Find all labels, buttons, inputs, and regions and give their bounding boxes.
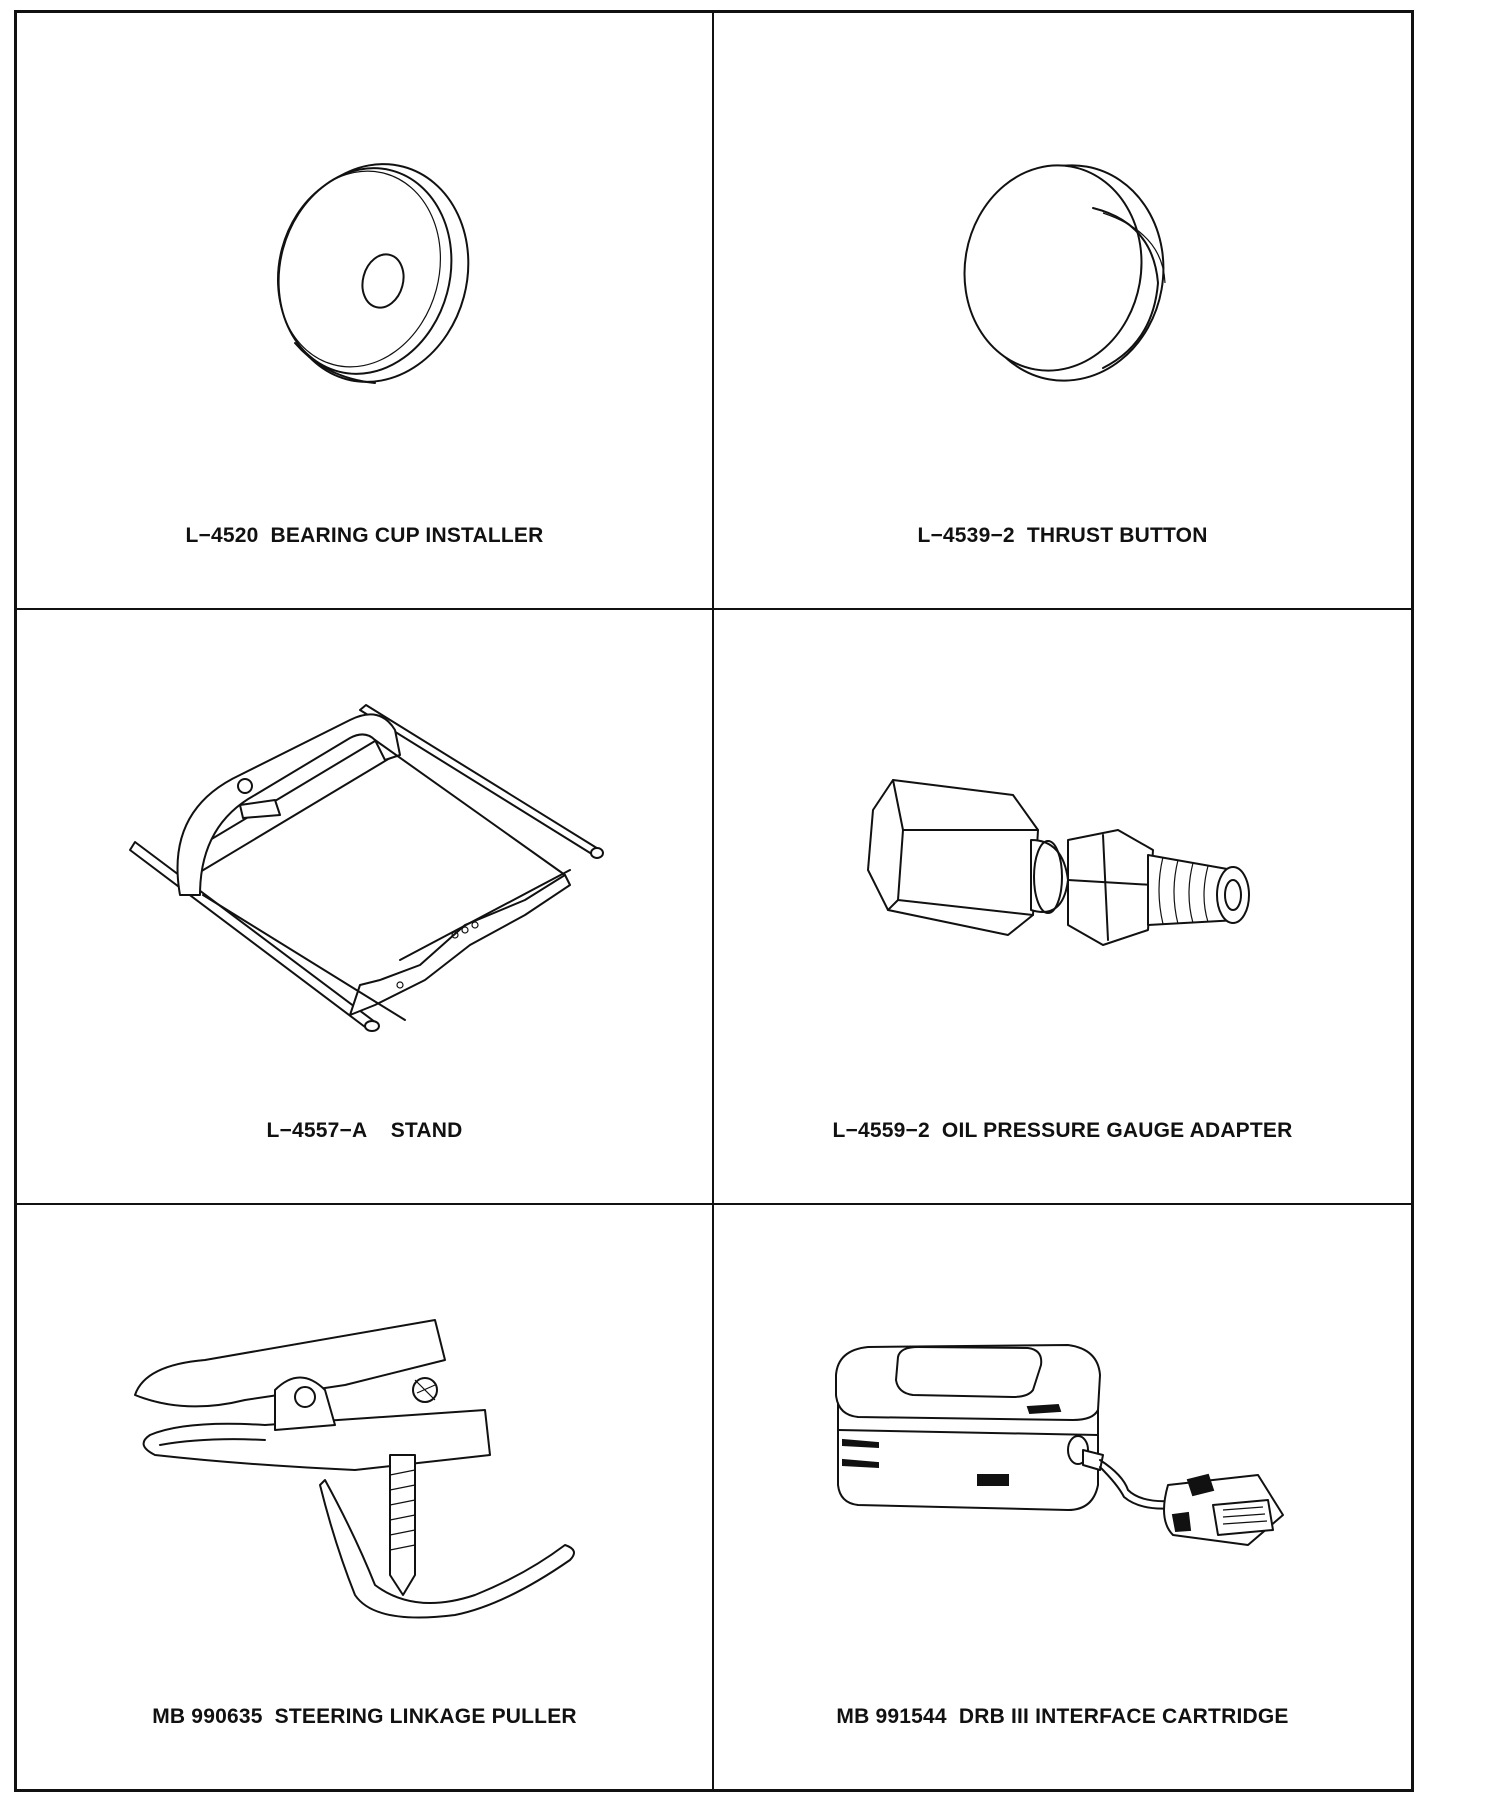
bearing-cup-installer-icon: [276, 163, 469, 384]
linkage-puller-icon: [133, 1319, 575, 1619]
thrust-button-icon: [963, 164, 1166, 382]
stand-icon: [128, 704, 604, 1032]
tool-cell-oil-pressure-gauge-adapter: L−4559−2 OIL PRESSURE GAUGE ADAPTER: [714, 610, 1411, 1205]
tool-caption: L−4539−2 THRUST BUTTON: [917, 524, 1208, 547]
tool-cell-thrust-button: L−4539−2 THRUST BUTTON: [714, 13, 1411, 610]
tool-caption: L−4559−2 OIL PRESSURE GAUGE ADAPTER: [832, 1119, 1293, 1142]
tool-cell-bearing-cup-installer: L−4520 BEARING CUP INSTALLER: [17, 13, 714, 610]
gauge-adapter-icon: [866, 779, 1250, 946]
tool-cell-stand: L−4557−A STAND: [17, 610, 714, 1205]
tool-caption: L−4520 BEARING CUP INSTALLER: [185, 524, 544, 547]
special-tools-grid: L−4520 BEARING CUP INSTALLER L−4539−2 TH…: [14, 10, 1414, 1792]
tool-caption: MB 991544 DRB III INTERFACE CARTRIDGE: [836, 1705, 1289, 1728]
interface-cartridge-icon: [834, 1344, 1284, 1546]
tool-cell-steering-linkage-puller: MB 990635 STEERING LINKAGE PULLER: [17, 1205, 714, 1789]
tool-cell-drb-iii-interface-cartridge: MB 991544 DRB III INTERFACE CARTRIDGE: [714, 1205, 1411, 1789]
tool-caption: L−4557−A STAND: [266, 1119, 463, 1142]
tool-caption: MB 990635 STEERING LINKAGE PULLER: [152, 1705, 577, 1728]
